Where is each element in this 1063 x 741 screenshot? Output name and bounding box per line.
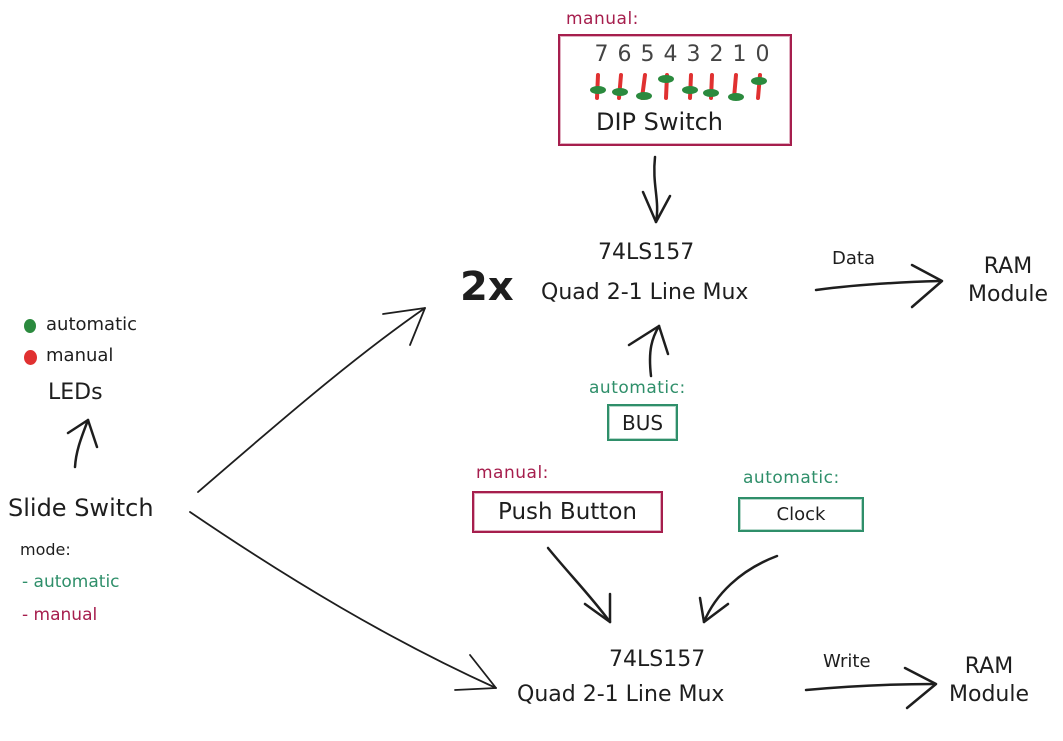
arrow-dip-to-mux: [653, 155, 659, 224]
dip-knob-3: [682, 86, 698, 94]
dip-switch-title: DIP Switch: [596, 108, 724, 136]
arrow-switch-to-top-mux-head: [382, 307, 426, 346]
ram-top-line2: Module: [968, 282, 1048, 307]
ram-bottom-line2: Module: [949, 682, 1029, 707]
clock-mode-label: automatic:: [743, 468, 840, 488]
write-arrow-label: Write: [823, 651, 871, 672]
arrow-clock-to-mux-head: [698, 596, 730, 624]
dip-bit-1: 1: [732, 42, 747, 67]
data-arrow-label: Data: [832, 248, 875, 269]
arrow-bus-to-mux-head: [627, 324, 670, 356]
dip-knob-1: [728, 93, 744, 101]
push-button-box: Push Button: [472, 491, 663, 533]
clock-label: Clock: [776, 504, 826, 525]
led-manual-dot: [24, 350, 37, 365]
slide-switch-mode-label: mode:: [20, 540, 71, 559]
arrow-dip-to-mux-head: [641, 190, 672, 224]
dip-bit-3: 3: [686, 42, 701, 67]
dip-knob-5: [636, 92, 652, 100]
arrow-write-head: [903, 666, 938, 710]
push-button-mode-label: manual:: [476, 463, 549, 483]
dip-switch-box: [558, 34, 792, 146]
bus-label: BUS: [621, 410, 664, 435]
arrow-clock-to-mux: [702, 554, 779, 624]
bottom-mux-name: Quad 2-1 Line Mux: [517, 682, 725, 707]
dip-knob-7: [590, 86, 606, 94]
dip-bit-0: 0: [755, 42, 770, 67]
dip-bit-2: 2: [709, 42, 724, 67]
arrow-bus-to-mux: [648, 324, 661, 378]
dip-bit-5: 5: [640, 42, 655, 67]
dip-bit-6: 6: [617, 42, 632, 67]
push-button-label: Push Button: [498, 499, 637, 525]
arrow-button-to-mux: [546, 546, 612, 624]
slide-switch-mode-manual: - manual: [22, 605, 98, 625]
led-manual-label: manual: [46, 345, 114, 366]
dip-bit-7: 7: [594, 42, 609, 67]
arrow-button-to-mux-head: [583, 592, 612, 624]
bottom-mux-chip: 74LS157: [609, 647, 706, 672]
ram-top-line1: RAM: [983, 254, 1033, 279]
top-mux-multiplier: 2x: [460, 264, 514, 310]
dip-toggles: [590, 73, 767, 101]
top-mux-chip: 74LS157: [598, 240, 695, 265]
clock-box: Clock: [738, 497, 864, 532]
dip-knob-4: [658, 75, 674, 83]
top-mux-name: Quad 2-1 Line Mux: [541, 280, 749, 305]
bus-box: BUS: [607, 404, 678, 441]
ram-module-bottom: RAM Module: [949, 653, 1029, 709]
arrow-switch-to-bottom-mux: [189, 511, 497, 689]
bus-mode-label: automatic:: [589, 378, 686, 398]
led-automatic-dot: [24, 319, 36, 333]
slide-switch-mode-automatic: - automatic: [22, 572, 120, 592]
arrow-data: [814, 279, 942, 292]
dip-knob-2: [703, 89, 719, 97]
leds-title: LEDs: [48, 380, 103, 405]
dip-knob-6: [612, 88, 628, 96]
dip-knob-0: [751, 77, 767, 85]
slide-switch-title: Slide Switch: [8, 494, 154, 522]
arrow-write: [804, 682, 937, 692]
arrow-switch-to-top-mux: [197, 307, 426, 493]
dip-bit-4: 4: [663, 42, 678, 67]
led-automatic-label: automatic: [46, 314, 138, 335]
ram-bottom-line1: RAM: [964, 654, 1014, 679]
dip-mode-label: manual:: [566, 9, 639, 29]
arrow-switch-to-bottom-mux-head: [454, 654, 497, 691]
arrow-switch-to-leds: [73, 418, 90, 469]
arrow-data-head: [910, 263, 944, 309]
ram-module-top: RAM Module: [968, 253, 1048, 309]
arrow-switch-to-leds-head: [66, 418, 99, 449]
